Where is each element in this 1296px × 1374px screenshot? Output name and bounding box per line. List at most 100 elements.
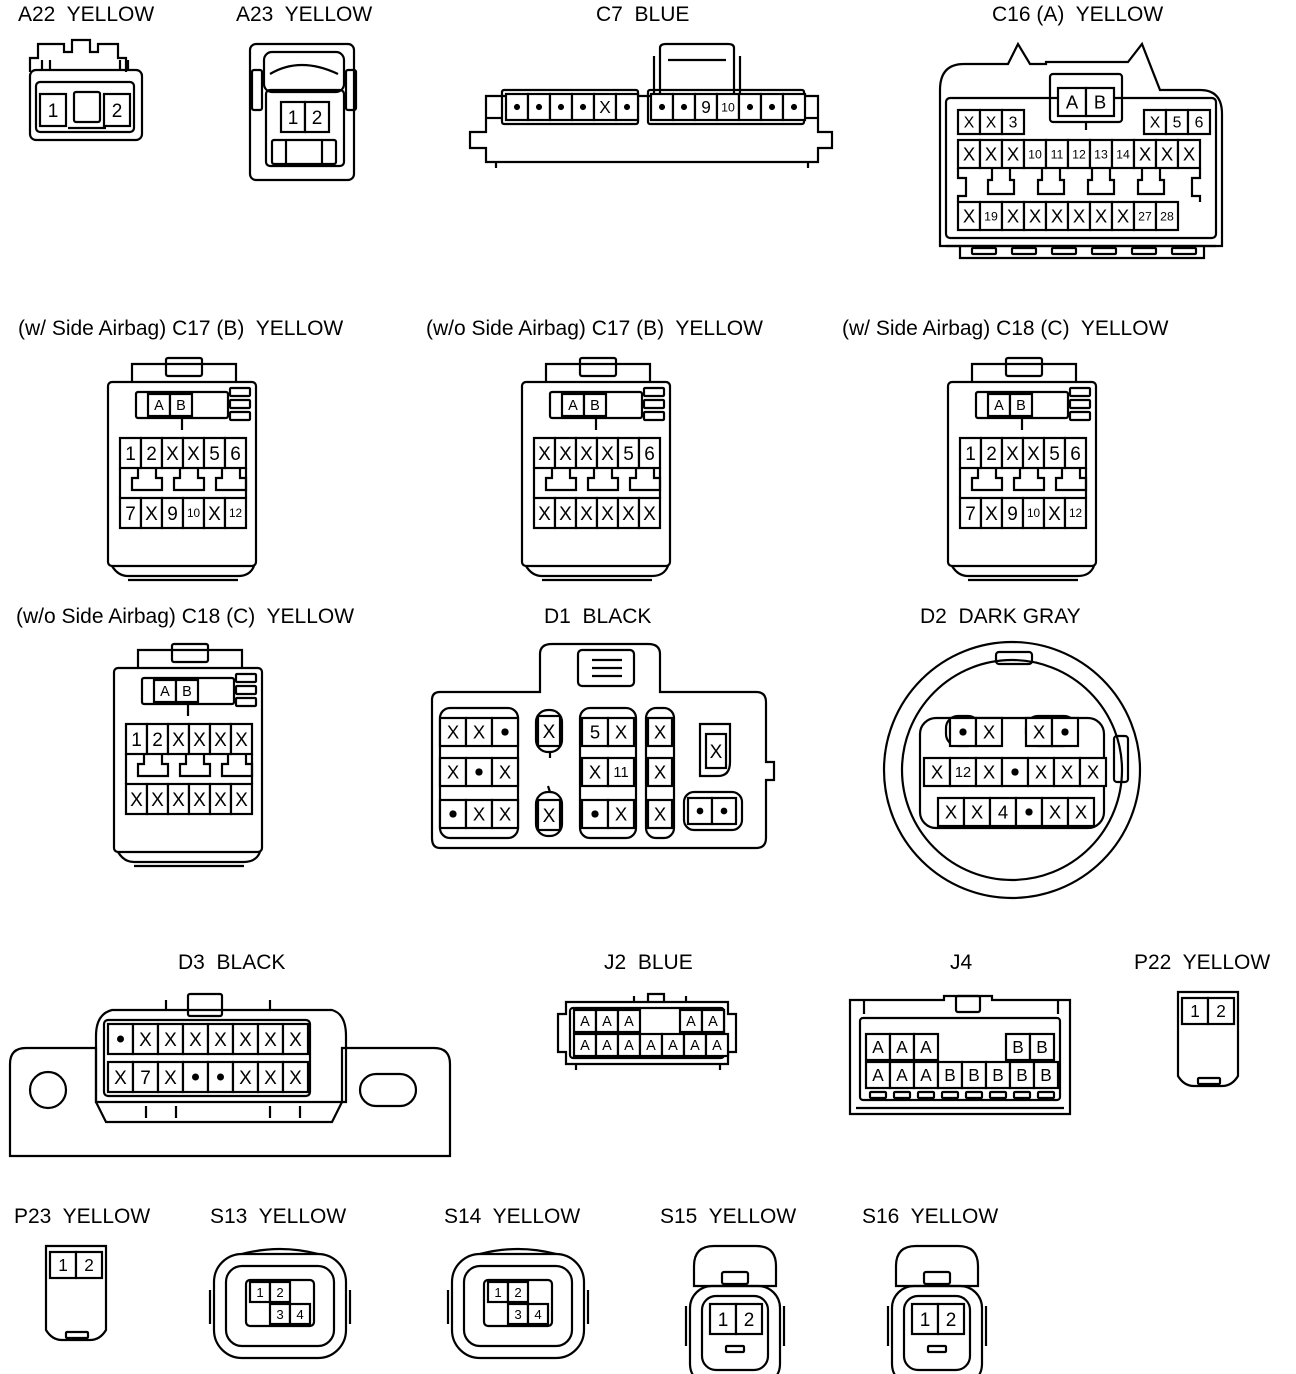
pin-cavity	[704, 1032, 730, 1058]
pin-cavity	[637, 496, 662, 530]
pin-dot	[680, 103, 688, 111]
pin-label: X	[193, 790, 206, 811]
pin-label: X	[1161, 144, 1173, 165]
pin-label: X	[986, 115, 997, 132]
pin-cavity	[1154, 200, 1180, 232]
pin-dot	[475, 768, 483, 776]
pin-label: X	[964, 115, 975, 132]
pin-label: B	[182, 684, 192, 700]
pin-label: A	[602, 1038, 612, 1054]
pin-label: X	[214, 730, 227, 751]
pin-cavity	[156, 1060, 185, 1094]
pin-label: 3	[276, 1307, 283, 1322]
pin-cavity	[1024, 716, 1054, 748]
pin-label: 2	[152, 730, 163, 751]
label-c18-side-airbag: (w/ Side Airbag) C18 (C) YELLOW	[842, 317, 1169, 340]
pin-cavity	[229, 722, 254, 756]
pin-dot	[217, 1073, 224, 1081]
pin-label: A	[580, 1014, 590, 1030]
pin-label: X	[189, 1030, 202, 1051]
pin-label: 2	[312, 108, 323, 129]
pin-label: X	[473, 722, 485, 743]
pin-label: X	[589, 762, 601, 783]
pin-label: X	[559, 504, 572, 525]
pin-label: 1	[48, 101, 59, 122]
pin-label: X	[654, 804, 666, 825]
pin-cavity	[174, 678, 200, 704]
pin-label: B	[176, 398, 186, 414]
pin-label: 7	[965, 504, 976, 525]
pin-cavity	[646, 716, 674, 748]
pin-label: X	[1183, 144, 1195, 165]
pin-label: X	[601, 504, 614, 525]
label-j2: J2 BLUE	[604, 951, 693, 974]
pin-cavity	[438, 716, 468, 748]
pin-cavity	[1066, 796, 1096, 828]
pin-label: X	[214, 1030, 227, 1051]
pin-dot	[579, 103, 587, 111]
pin-cavity	[131, 1022, 160, 1056]
pin-label: 1	[131, 730, 142, 751]
pin-label: 10	[1028, 147, 1042, 161]
pin-label: X	[1150, 115, 1161, 132]
pin-dot	[513, 103, 521, 111]
pin-label: X	[654, 762, 666, 783]
pin-label: A	[568, 398, 578, 414]
pin-label: 4	[998, 802, 1008, 823]
pin-label: X	[208, 504, 221, 525]
pin-cavity	[281, 1022, 310, 1056]
pin-label: 1	[125, 444, 136, 465]
pin-label: A	[896, 1037, 908, 1057]
pin-cavity	[106, 1060, 135, 1094]
pin-cavity	[646, 756, 674, 788]
pin-label: X	[473, 804, 485, 825]
pin-label: A	[920, 1037, 932, 1057]
pin-label: 2	[112, 101, 123, 122]
pin-label: X	[710, 742, 723, 763]
pin-dot	[720, 807, 728, 815]
pin-label: X	[543, 806, 556, 827]
pin-cavity	[303, 100, 331, 134]
pin-cavity	[646, 798, 674, 830]
pin-label: X	[114, 1068, 127, 1089]
pin-cavity	[864, 1032, 892, 1062]
pin-label: 5	[209, 444, 220, 465]
pin-label: X	[1087, 762, 1099, 783]
label-s16: S16 YELLOW	[862, 1205, 999, 1228]
pin-label: X	[289, 1030, 302, 1051]
pin-label: X	[931, 762, 943, 783]
pin-cavity	[1063, 496, 1088, 530]
pin-label: B	[1040, 1065, 1051, 1085]
pin-dot	[1061, 728, 1069, 736]
pin-label: X	[1117, 206, 1129, 227]
pin-label: 2	[514, 1285, 521, 1300]
pin-cavity	[1186, 108, 1212, 136]
pin-label: A	[580, 1038, 590, 1054]
label-s15: S15 YELLOW	[660, 1205, 797, 1228]
pin-label: X	[963, 206, 975, 227]
pin-label: X	[264, 1068, 277, 1089]
pin-cavity	[288, 1302, 312, 1326]
pin-label: 5	[623, 444, 634, 465]
pin-label: 5	[590, 722, 600, 743]
pin-label: X	[983, 722, 995, 743]
pin-label: X	[1051, 206, 1063, 227]
pin-label: X	[235, 730, 248, 751]
pin-cavity	[582, 392, 608, 418]
pin-cavity	[936, 1060, 964, 1090]
pin-label: B	[590, 398, 600, 414]
pin-label: X	[499, 762, 511, 783]
pin-cavity	[1078, 756, 1108, 788]
pin-label: 27	[1138, 209, 1152, 223]
pin-label: X	[1033, 722, 1045, 743]
pin-cavity	[1052, 756, 1082, 788]
pin-label: X	[615, 804, 627, 825]
pin-label: 12	[955, 765, 971, 781]
